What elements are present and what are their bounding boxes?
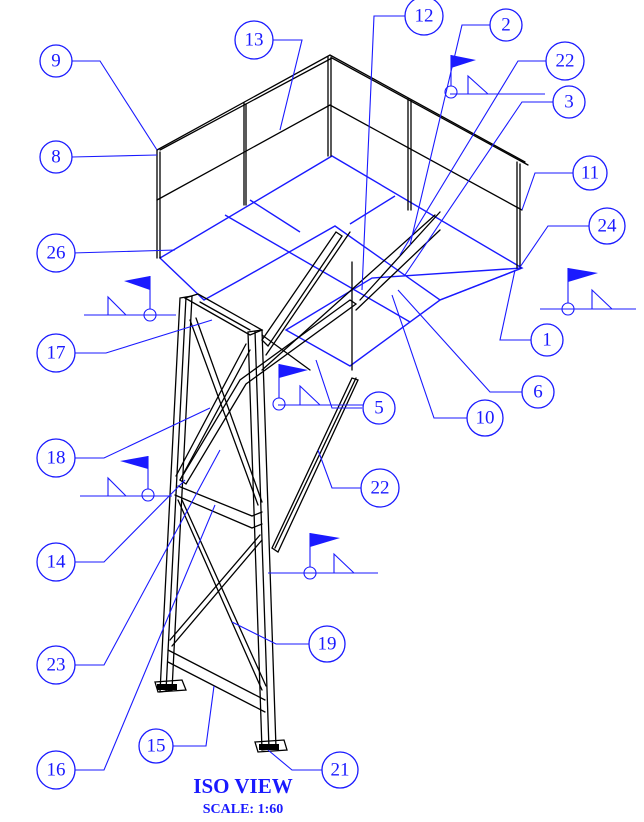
top-rail [156,54,526,163]
balloon-16-label: 16 [47,760,66,781]
balloon-22-top: 22 [545,41,585,81]
balloon-18-label: 18 [47,448,66,469]
balloon-8-label: 8 [51,147,61,168]
balloon-6: 6 [521,375,555,409]
balloon-2-label: 2 [501,15,511,36]
handrails [156,54,529,371]
balloon-14-label: 14 [47,552,67,573]
balloon-1: 1 [530,323,564,357]
balloon-10: 10 [466,399,504,437]
balloon-19: 19 [308,625,346,663]
balloon-19-label: 19 [318,634,337,655]
balloon-22-mid: 22 [360,468,400,508]
balloon-17: 17 [36,333,76,373]
weld-symbol-5 [80,456,172,502]
balloon-15-label: 15 [147,736,166,757]
balloon-15: 15 [138,728,174,764]
balloon-21-label: 21 [331,760,350,781]
balloon-9: 9 [39,44,73,78]
balloon-10-label: 10 [476,408,495,429]
balloon-8: 8 [39,140,73,174]
balloon-18: 18 [36,438,76,478]
platform-grating-lower [284,267,523,367]
balloon-14: 14 [36,542,76,582]
balloon-13-label: 13 [245,30,264,51]
platform-grating-main [158,155,524,301]
leader-lines [71,15,590,771]
balloon-26: 26 [36,233,76,273]
balloon-16: 16 [36,750,76,790]
balloon-2: 2 [489,8,523,42]
balloon-17-label: 17 [47,343,66,364]
balloon-11-label: 11 [581,163,599,184]
base-plate-right [254,739,288,753]
balloon-13: 13 [234,20,274,60]
balloon-12: 12 [404,0,444,36]
balloon-3-label: 3 [564,92,574,113]
balloon-1-label: 1 [542,330,552,351]
view-title: ISO VIEW [193,774,292,798]
balloon-3: 3 [552,85,586,119]
mid-rail [156,104,523,211]
weld-symbol-6 [268,533,378,580]
balloon-11: 11 [572,155,608,191]
weld-symbol-4 [272,364,370,411]
balloon-23-label: 23 [47,655,66,676]
balloon-9-label: 9 [51,51,61,72]
balloon-24-label: 24 [598,216,618,237]
balloon-22-top-label: 22 [556,51,575,72]
balloon-21: 21 [321,751,359,789]
view-scale: SCALE: 1:60 [203,802,284,817]
balloon-5-label: 5 [374,398,384,419]
balloon-12-label: 12 [415,6,434,27]
balloon-6-label: 6 [533,382,543,403]
balloon-5: 5 [362,391,396,425]
balloon-26-label: 26 [47,243,66,264]
item-balloons: 12 2 13 9 22 3 8 11 24 26 1 17 6 5 10 18… [36,0,626,790]
balloon-23: 23 [36,645,76,685]
weld-symbol-3 [540,268,636,316]
balloon-22-mid-label: 22 [371,478,390,499]
balloon-24: 24 [588,207,626,245]
weld-symbol-2 [84,276,176,322]
platform-grating [158,155,524,367]
